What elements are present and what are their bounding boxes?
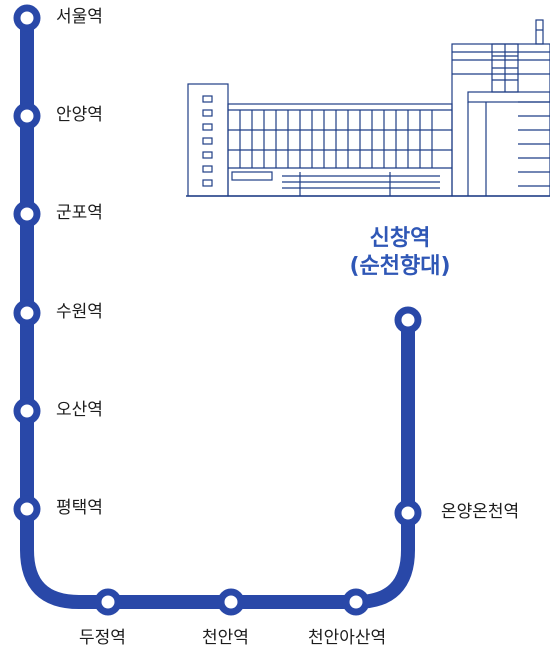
station-marker-suwon[interactable] [13, 299, 41, 327]
station-label-osan: 오산역 [56, 400, 103, 420]
university-building-icon [186, 19, 550, 197]
station-label-cheonan-asan: 천안아산역 [308, 628, 387, 648]
station-label-seoul: 서울역 [56, 7, 103, 27]
station-label-pyeongtaek: 평택역 [56, 498, 103, 518]
station-marker-gunpo[interactable] [13, 200, 41, 228]
station-marker-onyang-oncheon[interactable] [394, 499, 422, 527]
station-marker-osan[interactable] [13, 397, 41, 425]
station-marker-cheonan-asan[interactable] [342, 588, 370, 616]
station-marker-sinchang[interactable] [394, 306, 422, 334]
station-marker-cheonan[interactable] [217, 588, 245, 616]
station-marker-seoul[interactable] [13, 4, 41, 32]
station-label-cheonan: 천안역 [202, 628, 249, 648]
station-label-suwon: 수원역 [56, 302, 103, 322]
station-marker-pyeongtaek[interactable] [13, 495, 41, 523]
destination-subtitle: (순천향대) [349, 253, 451, 279]
station-marker-dujeong[interactable] [94, 588, 122, 616]
station-marker-anyang[interactable] [13, 102, 41, 130]
destination-label: 신창역 (순천향대) [330, 225, 470, 280]
destination-name: 신창역 [369, 226, 431, 251]
station-label-gunpo: 군포역 [56, 203, 103, 223]
station-label-dujeong: 두정역 [79, 628, 126, 648]
station-label-anyang: 안양역 [56, 105, 103, 125]
station-label-onyang-oncheon: 온양온천역 [441, 502, 520, 522]
